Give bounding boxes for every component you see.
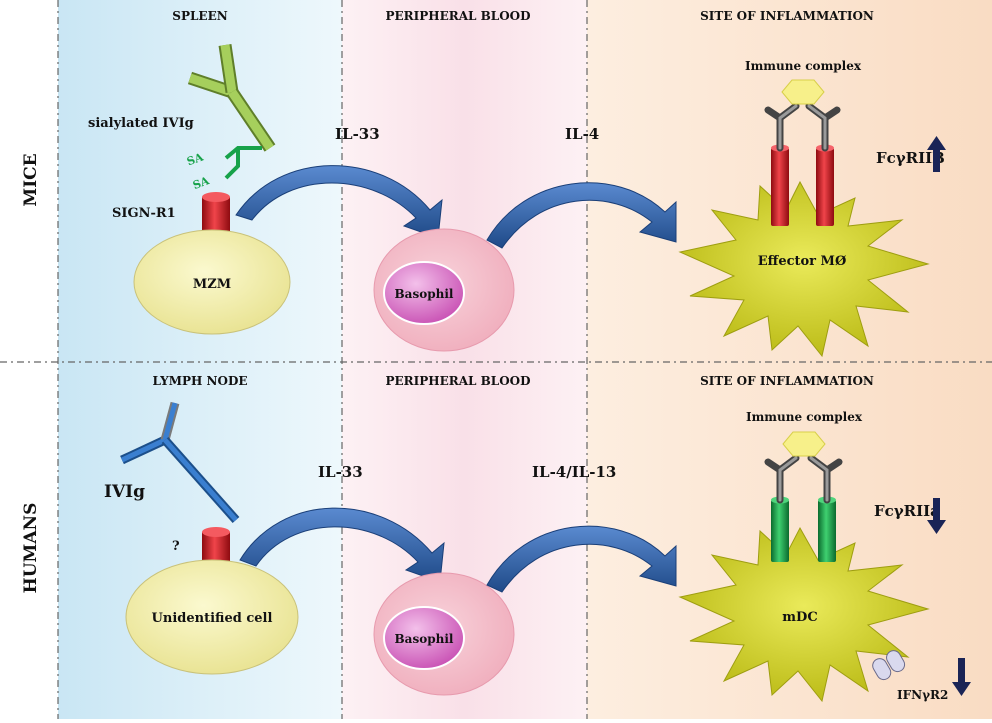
sa-label-2: SA [191, 174, 211, 192]
fc-receptor-label-bottom: FcγRIIa [874, 502, 940, 520]
cell-label-top: MZM [193, 277, 231, 292]
basophil-top [373, 228, 515, 352]
mdc-cell [678, 526, 930, 703]
fc-receptor-label-top: FcγRIIB [876, 149, 945, 167]
zone-title-inflammation-bottom: SITE OF INFLAMMATION [700, 374, 874, 388]
zone-title-spleen: SPLEEN [172, 9, 227, 23]
basophil-label-bottom: Basophil [395, 632, 454, 646]
cell-label-bottom: Unidentified cell [152, 611, 273, 626]
cytokine-il4-top: IL-4 [565, 125, 599, 143]
mzm-cell [133, 229, 291, 335]
basophil-bottom [373, 572, 515, 696]
ivig-antibody [120, 401, 240, 523]
fcgriib-receptors [771, 144, 834, 226]
immune-complex-label-bottom: Immune complex [746, 410, 863, 424]
ivig-label-bottom: IVIg [104, 482, 145, 502]
effector-macrophage [678, 180, 930, 358]
il33-arrow-top [235, 165, 443, 239]
antigen-hexagon-bottom [782, 431, 826, 457]
cytokine-il4-il13-bottom: IL-4/IL-13 [532, 463, 616, 481]
unidentified-cell [125, 559, 299, 675]
up-arrow-icon [927, 136, 946, 172]
receptor-label-top: SIGN-R1 [112, 206, 176, 221]
down-arrow-icon-fc [927, 498, 946, 534]
cytokine-il33-top: IL-33 [335, 125, 380, 143]
il4-il13-arrow-bottom [486, 525, 677, 593]
zone-title-lymph-node: LYMPH NODE [152, 374, 247, 388]
basophil-label-top: Basophil [395, 287, 454, 301]
background-zones [58, 0, 992, 719]
effector-label-bottom: mDC [782, 610, 817, 625]
row-label-humans: HUMANS [21, 503, 41, 594]
sialic-acid-linker [224, 146, 262, 180]
ifngr2-receptor [872, 650, 906, 681]
receptor-label-bottom: ? [172, 539, 180, 554]
row-label-mice: MICE [21, 153, 41, 206]
zone-title-inflammation-top: SITE OF INFLAMMATION [700, 9, 874, 23]
sa-label-1: SA [185, 150, 205, 168]
immune-complex-antibodies-top [764, 102, 841, 152]
cytokine-il33-bottom: IL-33 [318, 463, 363, 481]
sign-r1-receptor [202, 192, 230, 235]
antigen-hexagon-top [781, 79, 825, 105]
immune-complex-antibodies-bottom [764, 454, 843, 504]
sialylated-ivig-antibody [187, 44, 276, 152]
effector-label-top: Effector MØ [758, 254, 847, 269]
zone-title-blood-top: PERIPHERAL BLOOD [385, 9, 530, 23]
ivig-label-top: sialylated IVIg [88, 116, 194, 131]
il33-arrow-bottom [239, 507, 445, 583]
immune-complex-label-top: Immune complex [745, 59, 862, 73]
il4-arrow-top [486, 182, 677, 249]
zone-title-blood-bottom: PERIPHERAL BLOOD [385, 374, 530, 388]
ifn-receptor-label: IFNγR2 [897, 688, 948, 702]
down-arrow-icon-ifn [952, 658, 971, 696]
